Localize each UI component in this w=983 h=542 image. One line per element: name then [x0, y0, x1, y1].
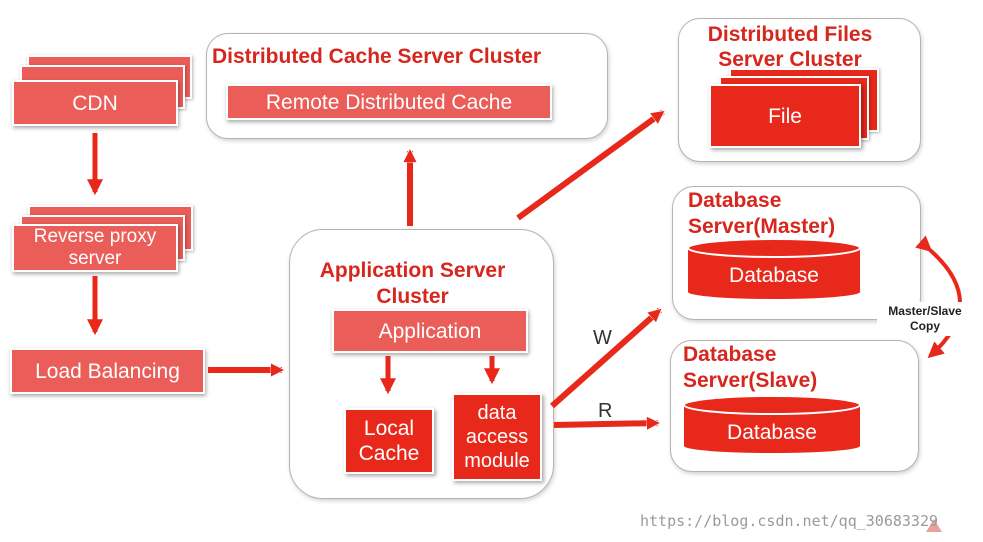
replication-label: Master/Slave Copy: [888, 304, 962, 333]
cdn-box: CDN: [12, 80, 178, 126]
reverse-proxy-label: Reverse proxy server: [33, 226, 157, 269]
load-balancing-box: Load Balancing: [10, 348, 205, 394]
application-box: Application: [332, 309, 528, 353]
remote-cache-label: Remote Distributed Cache: [265, 90, 513, 114]
db-slave-title: Database Server(Slave): [683, 343, 818, 392]
data-access-module-box: data access module: [452, 393, 542, 481]
files-cluster-title: Distributed Files Server Cluster: [707, 23, 873, 71]
load-balancing-label: Load Balancing: [35, 359, 180, 383]
file-box: File: [709, 84, 861, 148]
watermark-logo-mark: [926, 519, 942, 532]
data-access-module-label: data access module: [464, 402, 530, 472]
file-label: File: [768, 104, 802, 128]
db-slave-cylinder: [683, 395, 861, 453]
db-master-cylinder: [687, 238, 861, 299]
local-cache-box: Local Cache: [344, 408, 434, 474]
arrow-app-to-files: [516, 109, 663, 221]
read-label: R: [598, 400, 613, 422]
db-master-title: Database Server(Master): [688, 189, 836, 238]
arrow-read-from-slave: [553, 423, 658, 425]
cdn-label: CDN: [72, 91, 118, 115]
reverse-proxy-box: Reverse proxy server: [12, 224, 178, 272]
local-cache-label: Local Cache: [358, 417, 420, 465]
application-label: Application: [378, 319, 482, 343]
cache-cluster-title: Distributed Cache Server Cluster: [212, 45, 542, 68]
app-cluster-title: Application Server Cluster: [319, 259, 506, 308]
write-label: W: [593, 327, 612, 349]
replication-label-bg: [877, 302, 973, 336]
db-master-label: Database: [729, 264, 819, 287]
remote-cache-box: Remote Distributed Cache: [226, 84, 552, 120]
arrow-write-to-master: [550, 310, 660, 409]
db-slave-label: Database: [727, 421, 817, 444]
watermark-text: https://blog.csdn.net/qq_30683329: [640, 512, 939, 530]
